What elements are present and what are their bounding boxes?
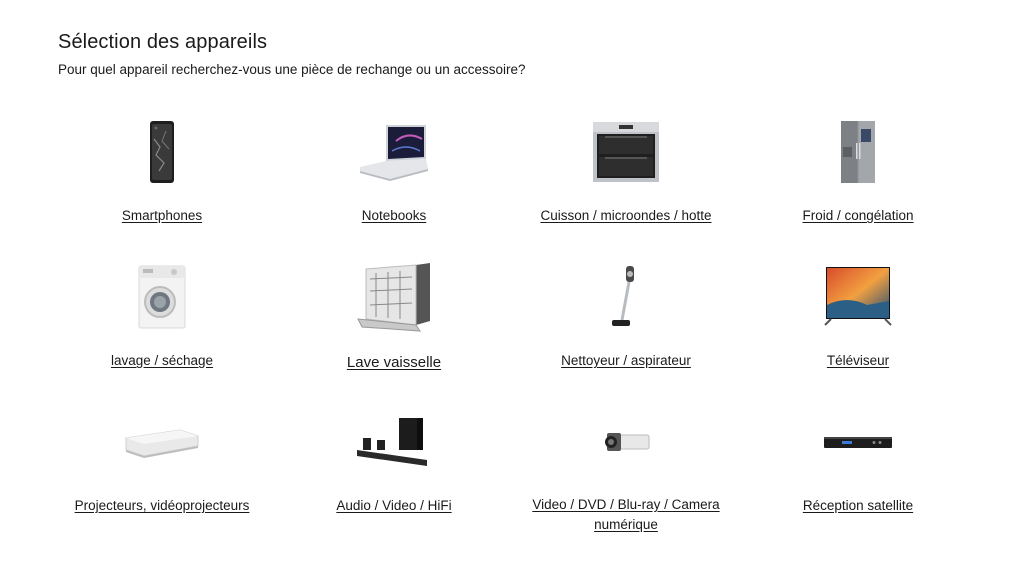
device-label[interactable]: Froid / congélation (802, 208, 914, 223)
device-audio[interactable]: Audio / Video / HiFi (278, 390, 510, 535)
oven-icon (581, 112, 671, 192)
device-label[interactable]: Cuisson / microondes / hotte (540, 208, 712, 223)
dishwasher-icon (349, 257, 439, 337)
camcorder-icon (581, 402, 671, 481)
washing-machine-icon (117, 257, 207, 337)
device-label[interactable]: Projecteurs, vidéoprojecteurs (74, 498, 250, 513)
device-lave-vaisselle[interactable]: Lave vaisselle (278, 245, 510, 390)
fridge-icon (813, 112, 903, 192)
device-nettoyeur[interactable]: Nettoyeur / aspirateur (510, 245, 742, 390)
projector-icon (117, 402, 207, 482)
device-smartphones[interactable]: Smartphones (46, 100, 278, 245)
laptop-icon (349, 112, 439, 192)
device-grid: Smartphones Notebooks (46, 100, 974, 535)
device-label[interactable]: Notebooks (361, 208, 427, 223)
device-label[interactable]: Nettoyeur / aspirateur (561, 353, 691, 368)
device-projecteurs[interactable]: Projecteurs, vidéoprojecteurs (46, 390, 278, 535)
device-label[interactable]: Video / DVD / Blu-ray / Camera numérique (532, 497, 720, 532)
device-label[interactable]: lavage / séchage (110, 353, 214, 368)
device-lavage[interactable]: lavage / séchage (46, 245, 278, 390)
device-label[interactable]: Audio / Video / HiFi (336, 498, 452, 513)
satellite-receiver-icon (813, 402, 903, 482)
tv-icon (813, 257, 903, 337)
smartphone-icon (117, 112, 207, 192)
page-title: Sélection des appareils (58, 31, 268, 53)
device-video-dvd[interactable]: Video / DVD / Blu-ray / Camera numérique (510, 390, 742, 535)
device-label[interactable]: Lave vaisselle (346, 354, 442, 371)
stick-vacuum-icon (581, 257, 671, 337)
page-subtitle: Pour quel appareil recherchez-vous une p… (58, 62, 526, 77)
device-cuisson[interactable]: Cuisson / microondes / hotte (510, 100, 742, 245)
device-notebooks[interactable]: Notebooks (278, 100, 510, 245)
device-label[interactable]: Smartphones (121, 208, 203, 223)
device-televiseur[interactable]: Téléviseur (742, 245, 974, 390)
device-reception-satellite[interactable]: Réception satellite (742, 390, 974, 535)
device-label[interactable]: Réception satellite (802, 498, 914, 513)
device-froid[interactable]: Froid / congélation (742, 100, 974, 245)
device-label[interactable]: Téléviseur (826, 353, 890, 368)
soundbar-icon (349, 402, 439, 482)
